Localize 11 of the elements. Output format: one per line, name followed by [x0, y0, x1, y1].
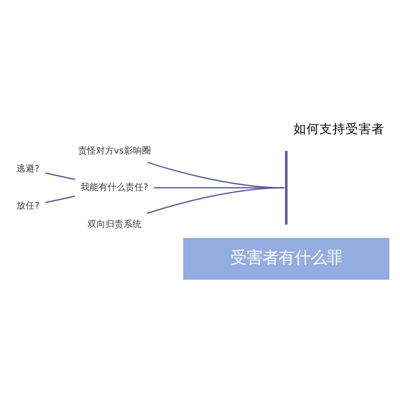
node-text: 逃避?	[16, 164, 40, 175]
diagram-title: 如何支持受害者	[293, 121, 384, 136]
node-text: 我能有什么责任?	[80, 183, 148, 194]
node-text: 放任?	[16, 202, 40, 212]
node-text: 责怪对方vs影响圈	[78, 146, 151, 156]
connector	[45, 196, 76, 204]
connector	[146, 187, 284, 214]
node-box: 受害者有什么罪	[183, 238, 390, 280]
node-text: 双向归责系统	[87, 220, 142, 230]
connector	[45, 172, 76, 180]
node-bar	[285, 151, 288, 225]
